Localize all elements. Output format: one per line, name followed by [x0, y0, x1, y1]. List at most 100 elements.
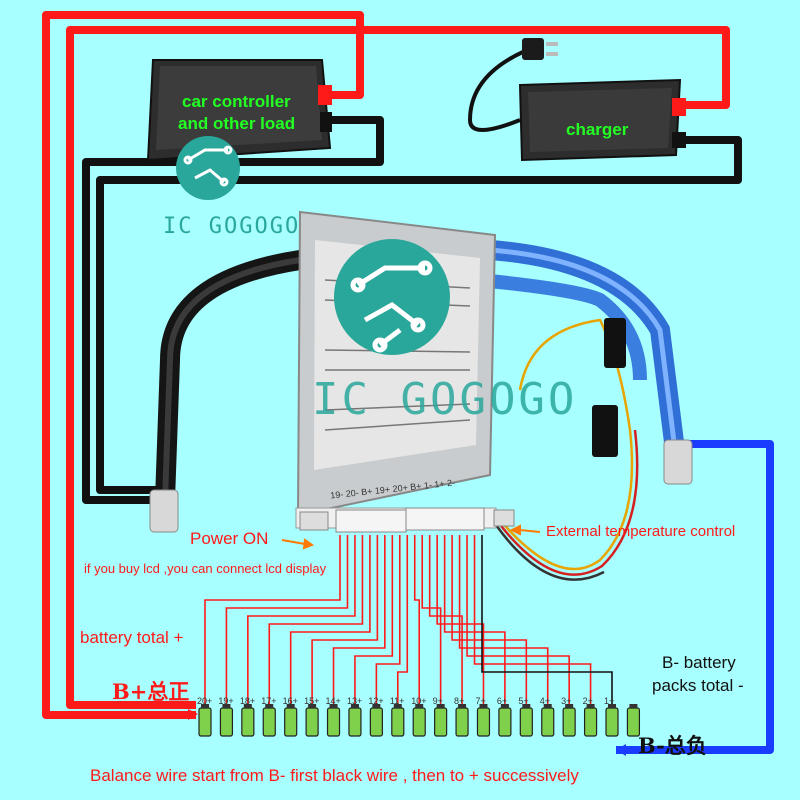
balance-wire	[481, 535, 613, 704]
balance-wire	[428, 535, 463, 704]
balance-wire	[268, 535, 364, 704]
cell-label: 13+	[346, 696, 363, 706]
watermark-small: IC GOGOGO	[163, 214, 300, 239]
cell-label: 12+	[368, 696, 384, 706]
lcd-note-label: if you buy lcd ,you can connect lcd disp…	[84, 561, 327, 576]
battery-cell	[369, 707, 383, 737]
balance-wires	[204, 535, 613, 704]
terminal-b-minus	[149, 489, 179, 533]
battery-cell-cap	[629, 704, 638, 708]
battery-cell	[241, 707, 255, 737]
balance-wire	[413, 535, 421, 704]
cell-label: 17+	[261, 696, 277, 706]
cell-label: 16+	[282, 696, 298, 706]
balance-wire	[289, 535, 371, 704]
battery-cell-cap	[500, 704, 509, 708]
watermark-large: IC GOGOGO	[312, 374, 577, 425]
arrow-icon-b-minus	[616, 744, 626, 756]
balance-wire	[375, 535, 401, 704]
battery-cell-cap	[458, 704, 467, 708]
cell-label: 6+	[496, 696, 508, 706]
battery-cell	[412, 707, 426, 737]
balance-wire	[225, 535, 349, 704]
external-temp-label: External temperature control	[546, 523, 736, 540]
red-wire-battery-plus	[42, 11, 730, 719]
battery-cell	[198, 707, 212, 737]
battery-cell-cap	[243, 704, 252, 708]
cell-label: 10+	[411, 696, 427, 706]
logo-icon-small	[176, 136, 240, 200]
battery-cell	[326, 707, 341, 737]
battery-cell-cap	[201, 704, 209, 708]
cell-label: 4+	[539, 696, 550, 706]
cell-label: 19+	[218, 696, 234, 706]
battery-cell-cap	[522, 704, 531, 708]
battery-cell	[455, 707, 469, 737]
battery-cell	[605, 707, 619, 737]
battery-cell-cap	[308, 704, 317, 708]
battery-cell-cap	[608, 704, 616, 708]
cell-label: 20+	[197, 696, 213, 706]
b-minus-cn-label: B-总负	[638, 733, 707, 758]
balance-wire	[332, 535, 386, 704]
cell-label: 7+	[475, 696, 486, 706]
car-controller-label-1: car controller	[182, 92, 291, 111]
cell-label: 9+	[432, 696, 443, 706]
battery-cell	[541, 707, 555, 737]
b-minus-label-2: packs total -	[652, 676, 744, 695]
arrow-icon-temp	[509, 524, 541, 536]
car-controller-label-2: and other load	[178, 114, 296, 133]
battery-cell	[305, 707, 319, 737]
balance-wire	[473, 535, 592, 704]
cell-label: 14+	[325, 696, 341, 706]
balance-wire	[421, 535, 442, 704]
arrow-icon-power	[281, 538, 315, 550]
cell-label: 15+	[304, 696, 320, 706]
charger-box	[467, 38, 686, 162]
battery-cell-cap	[350, 704, 359, 708]
cell-label: 11+	[389, 696, 405, 706]
cell-label: 2+	[582, 696, 593, 706]
b-plus-cn-label: B+总正	[112, 679, 190, 704]
cell-label: 18+	[239, 696, 256, 706]
battery-cell	[476, 707, 491, 737]
battery-cell-cap	[415, 704, 424, 708]
balance-wire	[458, 535, 549, 704]
battery-cell	[562, 707, 576, 737]
balance-wire	[204, 535, 341, 704]
cell-label: 5+	[518, 696, 529, 706]
battery-cell-cap	[393, 704, 402, 708]
charger-label: charger	[566, 120, 629, 139]
temp-sensor-1	[604, 318, 626, 368]
battery-cells	[198, 704, 641, 737]
battery-cell-cap	[436, 704, 445, 708]
balance-wire	[247, 535, 356, 704]
battery-cell	[262, 707, 276, 737]
battery-cell-cap	[222, 704, 231, 708]
balance-wire	[451, 535, 528, 704]
battery-cell	[434, 707, 448, 737]
b-minus-label-1: B- battery	[662, 653, 736, 672]
battery-cell-cap	[543, 704, 552, 708]
watermark-small-text: IC GOGOGO	[163, 214, 301, 239]
balance-wire	[466, 535, 570, 704]
battery-cell-cap	[586, 704, 595, 708]
balance-wire	[354, 535, 394, 704]
battery-cell-cap	[265, 704, 274, 708]
arrow-icon-b-plus	[188, 709, 198, 720]
balance-connector-right	[405, 507, 485, 531]
balance-wire	[311, 535, 379, 704]
battery-cell-cap	[565, 704, 574, 708]
cell-label: 3+	[561, 696, 572, 706]
watermark-large-text: IC GOGOGO	[312, 374, 578, 425]
thick-black-cable	[155, 250, 310, 510]
battery-cell	[219, 707, 234, 737]
battery-total-plus-label: battery total +	[80, 628, 184, 647]
terminal-p-minus	[663, 439, 693, 485]
battery-cell	[391, 707, 405, 737]
temperature-sensor-wires	[494, 318, 639, 581]
cell-label: 8+	[454, 696, 465, 706]
balance-wire	[396, 535, 409, 704]
logo-icon-large	[334, 239, 450, 355]
